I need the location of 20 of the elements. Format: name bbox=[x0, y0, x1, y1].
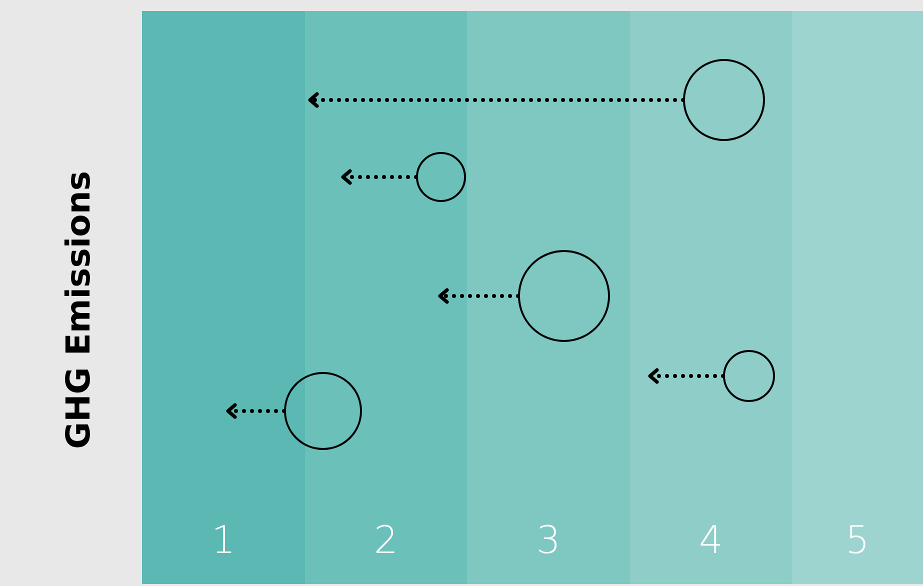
column-band bbox=[142, 11, 305, 584]
column-number: 4 bbox=[698, 518, 724, 562]
circle-marker bbox=[723, 350, 775, 402]
axis-title: GHG Emissions bbox=[58, 171, 98, 449]
circle-marker bbox=[284, 372, 362, 450]
circle-marker bbox=[518, 250, 610, 342]
column-number: 3 bbox=[535, 518, 562, 562]
column-band bbox=[305, 11, 467, 584]
dotted-arrow bbox=[648, 368, 725, 384]
circle-marker bbox=[683, 59, 765, 141]
column-band bbox=[467, 11, 630, 584]
column-number: 2 bbox=[372, 518, 400, 562]
column-number: 1 bbox=[210, 518, 237, 562]
column-band bbox=[792, 11, 923, 584]
column-number: 5 bbox=[844, 518, 871, 562]
dotted-arrow bbox=[438, 288, 520, 304]
column-band bbox=[630, 11, 792, 584]
dotted-arrow bbox=[308, 92, 685, 108]
dotted-arrow bbox=[341, 169, 418, 185]
dotted-arrow bbox=[226, 403, 286, 419]
